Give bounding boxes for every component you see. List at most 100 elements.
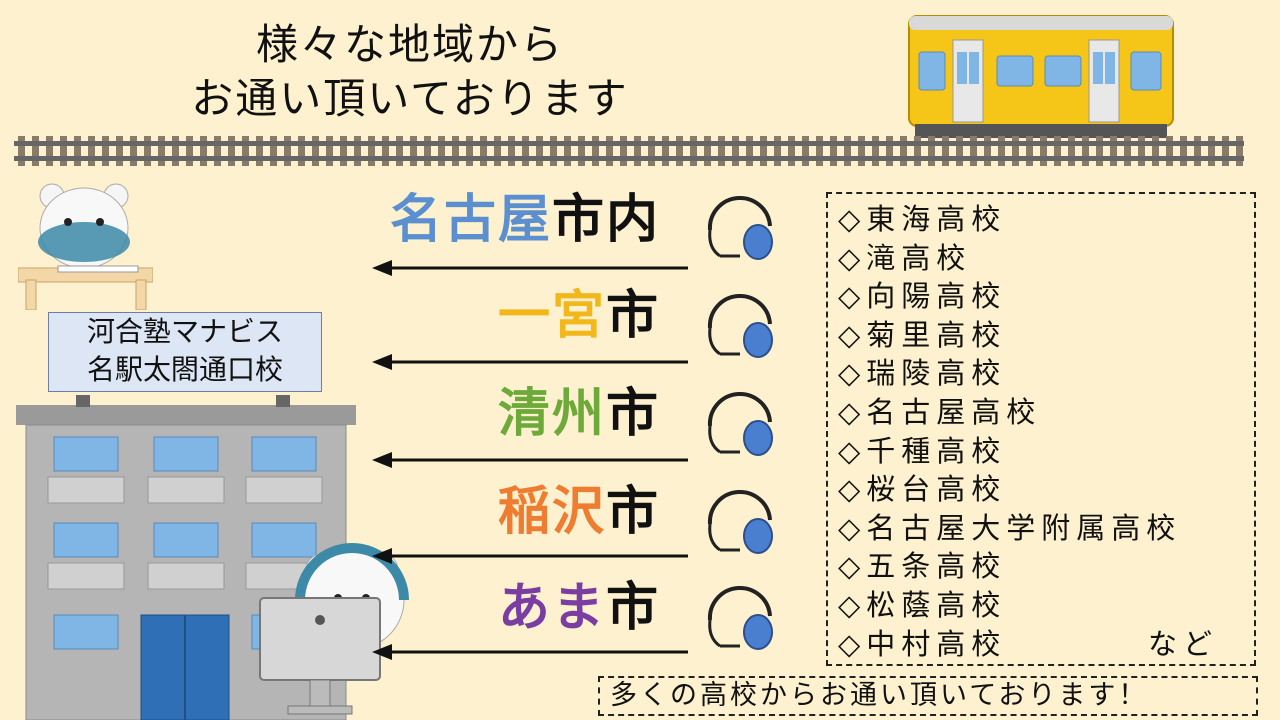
school-list-item: ◇松蔭高校 [838,586,1254,625]
rail-tie [438,136,445,166]
school-list-item: ◇千種高校 [838,432,1254,471]
city-name: 一宮 [497,286,606,346]
city-suffix: 市 [605,482,660,542]
city-label: 稲沢市 [498,482,660,542]
rail-tie [396,136,403,166]
headset-icon [707,195,773,260]
rail-tie [1138,136,1145,166]
school-list-item: ◇桜台高校 [838,470,1254,509]
building-balcony [47,476,125,504]
school-name: ◇菊里高校 [838,317,1007,352]
rail-tie [1236,136,1243,166]
city-label: 一宮市 [498,286,660,346]
building-window [153,522,219,558]
rail-tie [382,136,389,166]
rail-tie [1180,136,1187,166]
schools-suffix: など [1148,626,1219,661]
rail-tie [130,136,137,166]
rail-tie [536,136,543,166]
rail-tie [732,136,739,166]
rail-tie [354,136,361,166]
rail-tie [704,136,711,166]
school-name-box: 河合塾マナビス 名駅太閤通口校 [48,312,322,392]
school-name: ◇滝高校 [838,240,972,275]
rail-tie [592,136,599,166]
school-list-item: ◇向陽高校 [838,277,1254,316]
rail-tie [676,136,683,166]
city-suffix: 市 [605,286,660,346]
rail-tie [256,136,263,166]
headset-icon [707,489,773,554]
rail-tie [200,136,207,166]
rail-tie [1208,136,1215,166]
school-name: ◇千種高校 [838,433,1007,468]
rail-tie [1124,136,1131,166]
title-line-1: 様々な地域から [255,20,564,69]
rail-tie [928,136,935,166]
rail-tie [522,136,529,166]
rail-tie [1082,136,1089,166]
rail-tie [116,136,123,166]
rail-tie [326,136,333,166]
rail-tie [1054,136,1061,166]
school-list-item: ◇中村高校 など [838,625,1254,664]
rail-tie [1040,136,1047,166]
arrow-left-icon [372,548,688,564]
rail-tie [984,136,991,166]
rail-tie [858,136,865,166]
rail-tie [270,136,277,166]
rail-tie [102,136,109,166]
rail-tie [788,136,795,166]
rail-tie [1152,136,1159,166]
school-list-item: ◇菊里高校 [838,316,1254,355]
rail-tie [900,136,907,166]
rail-tie [1166,136,1173,166]
rail-tie [1194,136,1201,166]
building-window [251,522,317,558]
school-name-line-1: 河合塾マナビス [86,315,283,348]
arrow-left-icon [372,644,688,660]
rail-tie [816,136,823,166]
rail-tie [298,136,305,166]
school-name-line-2: 名駅太閤通口校 [86,353,283,386]
school-name: ◇名古屋高校 [838,394,1042,429]
city-label: 清州市 [498,384,660,444]
rail-tie [480,136,487,166]
rail-tie [802,136,809,166]
headset-icon [707,585,773,650]
school-name: ◇中村高校 [838,626,1007,661]
school-list-item: ◇名古屋大学附属高校 [838,509,1254,548]
rail-tie [242,136,249,166]
page-title: 様々な地域から お通い頂いております [60,18,760,126]
rail-tie [606,136,613,166]
rail-tie [340,136,347,166]
city-name: 稲沢 [497,482,606,542]
rail-tie [956,136,963,166]
rail-tie [886,136,893,166]
rail-tie [312,136,319,166]
city-suffix: 市内 [551,190,660,250]
rail-tie [32,136,39,166]
building-window [251,436,317,472]
rail-tie [214,136,221,166]
rail-tie [46,136,53,166]
rail-tie [718,136,725,166]
school-list-item: ◇東海高校 [838,200,1254,239]
rail-tie [452,136,459,166]
rail-tie [186,136,193,166]
rail-tie [914,136,921,166]
rail-tie [1110,136,1117,166]
rail-tie [760,136,767,166]
footer-message: 多くの高校からお通い頂いております！ [598,676,1258,716]
building-balcony [147,476,225,504]
building-balcony [47,562,125,590]
school-name: ◇五条高校 [838,549,1007,584]
rail-tie [746,136,753,166]
school-list-item: ◇滝高校 [838,239,1254,278]
school-name: ◇名古屋大学附属高校 [838,510,1182,545]
school-list-item: ◇瑞陵高校 [838,354,1254,393]
title-line-2: お通い頂いております [191,74,629,123]
rail-tie [830,136,837,166]
arrow-left-icon [372,452,688,468]
rail-tie [424,136,431,166]
